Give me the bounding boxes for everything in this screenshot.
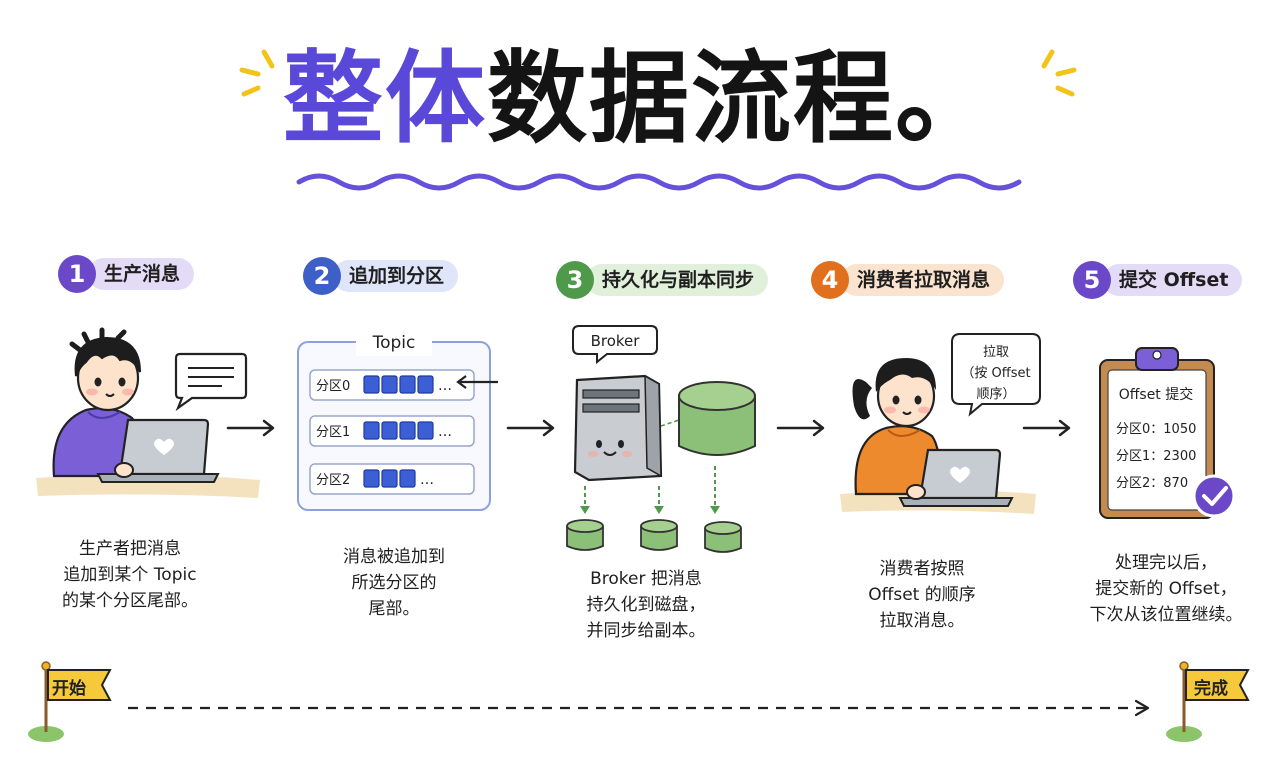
page-title: 整体数据流程。 <box>0 34 1280 164</box>
replica-disk-icon <box>640 519 678 551</box>
finish-label: 完成 <box>1194 679 1228 699</box>
offset-clipboard: Offset 提交 分区0：1050 分区1：2300 分区2：870 <box>1099 347 1236 519</box>
partition-label: 分区1 <box>316 425 350 440</box>
step-3-badge: 3 持久化与副本同步 <box>556 261 769 299</box>
pull-bubble-line-3: 顺序） <box>976 387 1015 402</box>
topic-title: Topic <box>372 333 416 353</box>
step-2-caption: 消息被追加到 所选分区的 尾部。 <box>284 544 504 622</box>
partition-ellipsis: … <box>438 378 452 394</box>
consumer-illustration: 拉取 （按 Offset 顺序） <box>840 333 1041 514</box>
caption-line: Broker 把消息 <box>590 569 702 589</box>
step-3-number: 3 <box>556 261 594 299</box>
partition-row: 分区0 … <box>309 369 475 401</box>
timeline-dashed-arrow <box>128 699 1150 717</box>
start-flag-icon <box>28 661 112 742</box>
flow-arrow-icon <box>776 419 825 437</box>
caption-line: 并同步给副本。 <box>586 621 706 641</box>
title-rest: 数据流程。 <box>487 40 997 157</box>
left-sparkle-icon <box>239 49 275 97</box>
step-4-caption: 消费者按照 Offset 的顺序 拉取消息。 <box>812 556 1032 634</box>
step-4-label: 消费者拉取消息 <box>841 264 1005 296</box>
right-sparkle-icon <box>1041 49 1077 97</box>
finish-flag-icon <box>1166 661 1250 742</box>
partition-row: 分区2 … <box>309 463 475 495</box>
step-5-number: 5 <box>1073 261 1111 299</box>
title-underline <box>296 173 1022 191</box>
caption-line: 下次从该位置继续。 <box>1089 605 1243 625</box>
flow-arrow-icon <box>506 419 555 437</box>
clipboard-row: 分区2：870 <box>1116 476 1188 491</box>
laptop-icon <box>96 418 220 483</box>
step-2-badge: 2 追加到分区 <box>303 257 459 295</box>
pull-bubble: 拉取 （按 Offset 顺序） <box>951 333 1041 417</box>
title-accent: 整体 <box>283 40 487 157</box>
caption-line: 生产者把消息 <box>79 539 181 559</box>
laptop-icon <box>898 448 1014 507</box>
caption-line: 拉取消息。 <box>879 611 965 631</box>
step-1-badge: 1 生产消息 <box>58 255 195 293</box>
broker-illustration: Broker <box>566 325 756 553</box>
partition-label: 分区0 <box>316 379 350 394</box>
start-label: 开始 <box>52 679 86 699</box>
step-2-label: 追加到分区 <box>333 260 459 292</box>
clipboard-row: 分区1：2300 <box>1116 449 1196 464</box>
caption-line: 消息被追加到 <box>343 547 445 567</box>
caption-line: 处理完以后， <box>1115 553 1217 573</box>
broker-label: Broker <box>591 332 641 350</box>
partition-ellipsis: … <box>420 472 434 488</box>
step-1-label: 生产消息 <box>88 258 195 290</box>
step-1-caption: 生产者把消息 追加到某个 Topic 的某个分区尾部。 <box>20 536 240 614</box>
caption-line: 所选分区的 <box>351 573 437 593</box>
partition-ellipsis: … <box>438 424 452 440</box>
producer-illustration <box>36 327 260 498</box>
message-bubble-icon <box>174 352 248 412</box>
main-disk-icon <box>678 381 756 456</box>
caption-line: 尾部。 <box>368 599 420 619</box>
caption-line: 提交新的 Offset， <box>1095 579 1237 599</box>
step-1-number: 1 <box>58 255 96 293</box>
server-icon <box>573 374 663 482</box>
step-5-caption: 处理完以后， 提交新的 Offset， 下次从该位置继续。 <box>1056 550 1276 628</box>
caption-line: 的某个分区尾部。 <box>62 591 198 611</box>
step-5-label: 提交 Offset <box>1103 264 1243 296</box>
caption-line: 持久化到磁盘， <box>586 595 706 615</box>
step-2-number: 2 <box>303 257 341 295</box>
step-3-label: 持久化与副本同步 <box>586 264 769 296</box>
partition-row: 分区1 … <box>309 415 475 447</box>
caption-line: 消费者按照 <box>879 559 965 579</box>
caption-line: Offset 的顺序 <box>868 585 976 605</box>
check-badge-icon <box>1192 474 1236 518</box>
pull-bubble-line-1: 拉取 <box>983 345 1009 360</box>
caption-line: 追加到某个 Topic <box>63 565 197 585</box>
step-4-badge: 4 消费者拉取消息 <box>811 261 1005 299</box>
step-3-caption: Broker 把消息 持久化到磁盘， 并同步给副本。 <box>536 566 756 644</box>
step-5-badge: 5 提交 Offset <box>1073 261 1243 299</box>
topic-panel: Topic 分区0 … 分区1 … 分区2 … <box>297 330 498 511</box>
clipboard-title: Offset 提交 <box>1119 386 1194 403</box>
clipboard-row: 分区0：1050 <box>1116 422 1196 437</box>
pull-bubble-line-2: （按 Offset <box>961 366 1030 381</box>
replica-disk-icon <box>566 519 604 551</box>
append-arrow-icon <box>456 375 498 389</box>
step-4-number: 4 <box>811 261 849 299</box>
replica-disk-icon <box>704 521 742 553</box>
flow-arrow-icon <box>1022 419 1071 437</box>
flow-arrow-icon <box>226 419 275 437</box>
partition-label: 分区2 <box>316 473 350 488</box>
